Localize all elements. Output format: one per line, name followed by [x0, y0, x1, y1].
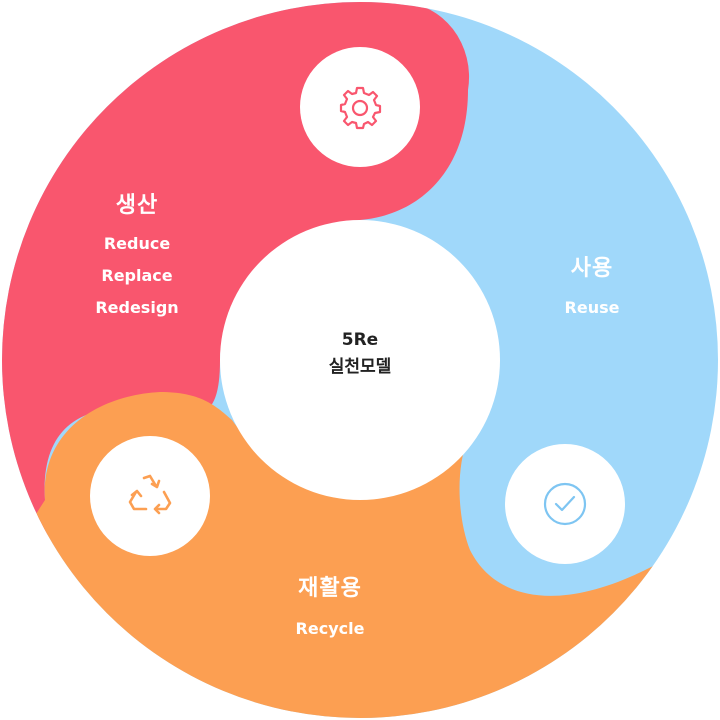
use-item-reuse: Reuse: [564, 298, 620, 317]
icon-badge-use: [505, 444, 625, 564]
use-title: 사용: [570, 256, 614, 281]
icon-badge-production: [300, 47, 420, 167]
production-title: 생산: [115, 193, 159, 218]
center-circle: [220, 220, 500, 500]
production-item-replace: Replace: [101, 266, 173, 285]
icon-badge-recycle: [90, 436, 210, 556]
production-item-redesign: Redesign: [95, 298, 179, 317]
recycle-icon: [128, 474, 172, 515]
recycle-item-recycle: Recycle: [295, 619, 365, 638]
production-item-reduce: Reduce: [103, 234, 171, 253]
center-line-2: 실천모델: [328, 357, 392, 377]
recycle-title: 재활용: [298, 576, 362, 601]
center-line-1: 5Re: [341, 330, 379, 350]
gear-icon: [339, 86, 382, 130]
check-circle-icon: [543, 482, 587, 526]
